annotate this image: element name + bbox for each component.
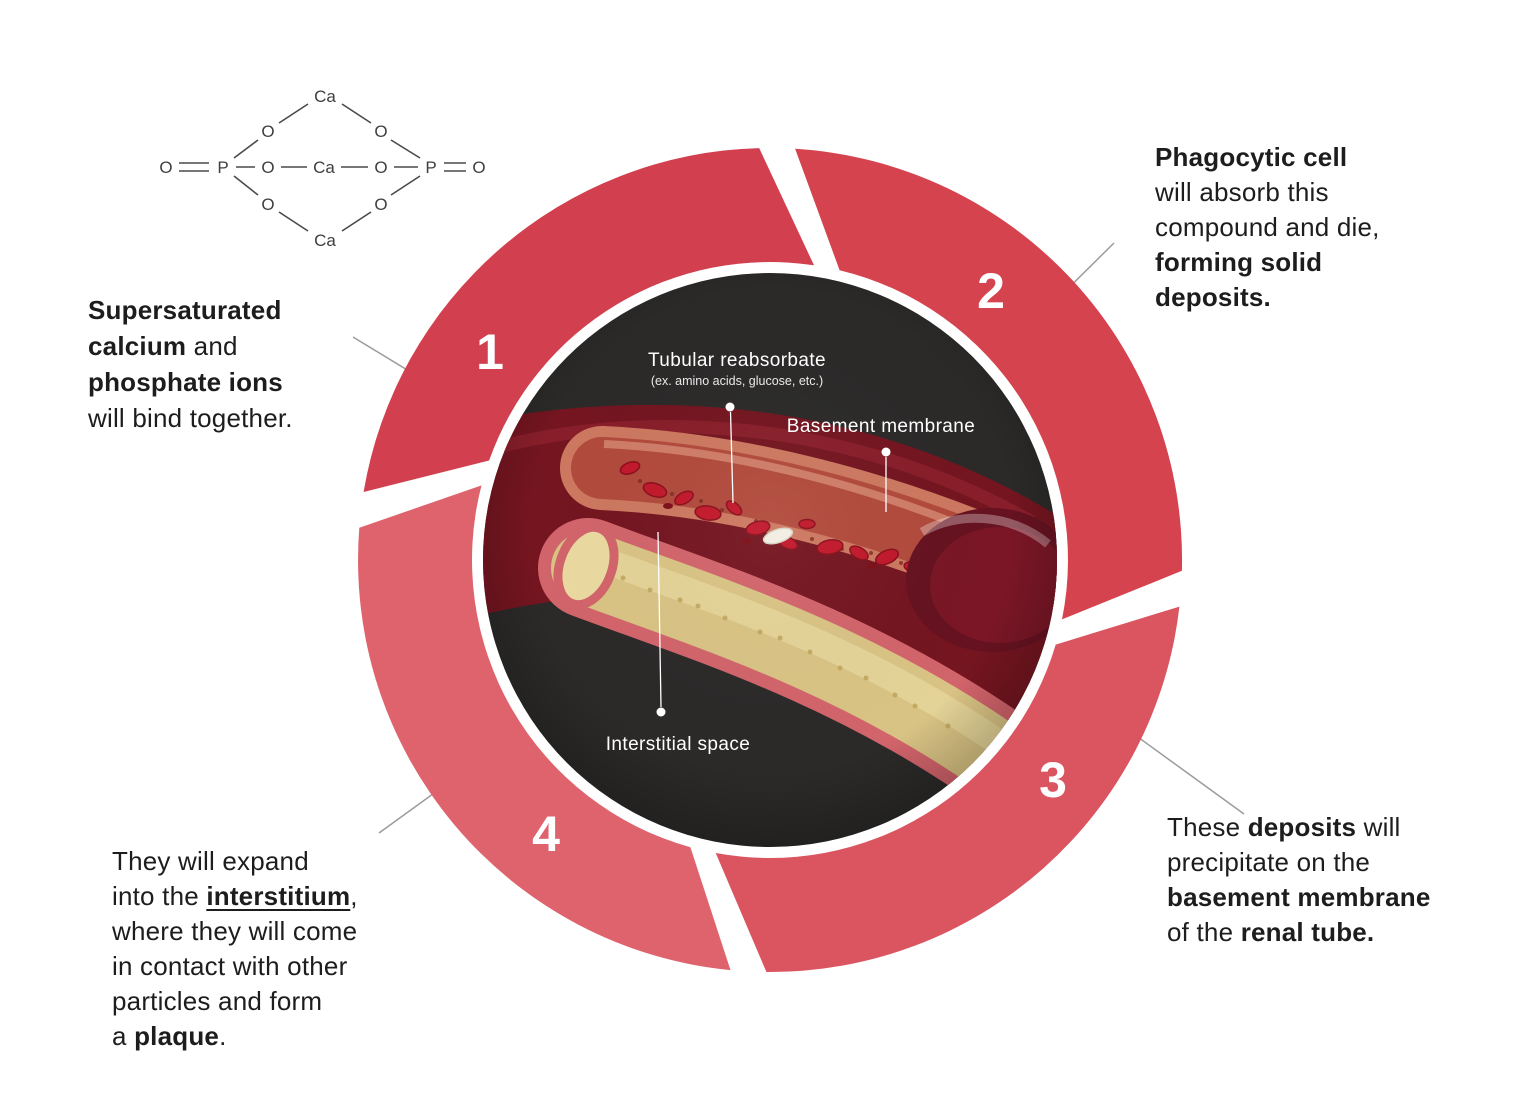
text-line: will bind together. <box>88 403 293 433</box>
text-line: deposits. <box>1155 282 1271 312</box>
atom-o-mid-right: O <box>374 158 387 177</box>
ring-number-2: 2 <box>977 263 1005 319</box>
center-labels: Tubular reabsorbate (ex. amino acids, gl… <box>606 350 975 755</box>
atom-ca-top: Ca <box>314 87 336 106</box>
step-1-text: Supersaturated calcium and phosphate ion… <box>88 292 378 436</box>
text-line: where they will come <box>112 916 358 946</box>
text-line: particles and form <box>112 986 323 1016</box>
center-illustration: Tubular reabsorbate (ex. amino acids, gl… <box>483 273 1057 847</box>
text-line: forming solid <box>1155 247 1323 277</box>
text-line: They will expand <box>112 846 309 876</box>
label-interstitial-space: Interstitial space <box>606 734 751 755</box>
step-4-text: They will expand into the interstitium, … <box>112 844 422 1054</box>
text-line: These deposits will <box>1167 812 1401 842</box>
center-vignette <box>483 273 1057 847</box>
text-line: a plaque. <box>112 1021 227 1051</box>
calcium-phosphate-structure: Ca O O O P O Ca O P O O O Ca <box>159 87 485 250</box>
ring-segment-3 <box>715 606 1180 973</box>
chem-atoms: Ca O O O P O Ca O P O O O Ca <box>159 87 485 250</box>
text-line: phosphate ions <box>88 367 283 397</box>
label-tubular-reabsorbate: Tubular reabsorbate <box>648 350 826 371</box>
ring-number-1: 1 <box>476 324 504 380</box>
tubular-label-line <box>729 411 734 504</box>
ring-segment-2 <box>795 148 1183 620</box>
text-line: will absorb this <box>1155 177 1329 207</box>
atom-o-mid-left: O <box>261 158 274 177</box>
interstitial-label-dot <box>656 707 666 717</box>
step-3-text: These deposits will precipitate on the b… <box>1167 810 1487 950</box>
ring-segment-1 <box>363 148 814 492</box>
atom-o-right: O <box>472 158 485 177</box>
atom-ca-center: Ca <box>313 158 335 177</box>
cycle-ring: 1 2 3 4 <box>358 148 1183 973</box>
ring-number-4: 4 <box>532 806 560 862</box>
atom-ca-bottom: Ca <box>314 231 336 250</box>
atom-o-upper-right: O <box>374 122 387 141</box>
text-line: of the renal tube. <box>1167 917 1375 947</box>
step-2-text: Phagocytic cell will absorb this compoun… <box>1155 140 1455 315</box>
basement-label-dot <box>881 447 891 457</box>
text-line: Supersaturated <box>88 295 282 325</box>
atom-o-lower-right: O <box>374 195 387 214</box>
atom-p-left: P <box>217 158 228 177</box>
text-line: into the interstitium, <box>112 881 358 911</box>
text-line: basement membrane <box>1167 882 1431 912</box>
atom-o-upper-left: O <box>261 122 274 141</box>
text-line: in contact with other <box>112 951 348 981</box>
text-line: compound and die, <box>1155 212 1380 242</box>
text-line: precipitate on the <box>1167 847 1371 877</box>
text-line: Phagocytic cell <box>1155 142 1348 172</box>
atom-o-lower-left: O <box>261 195 274 214</box>
atom-p-right: P <box>425 158 436 177</box>
interstitial-label-line <box>657 531 662 708</box>
chem-bonds <box>179 103 466 232</box>
label-tubular-reabsorbate-sub: (ex. amino acids, glucose, etc.) <box>651 374 823 388</box>
tubular-label-dot <box>725 402 735 412</box>
text-line: calcium and <box>88 331 238 361</box>
ring-number-3: 3 <box>1039 752 1067 808</box>
renal-tubule-art <box>483 273 1057 847</box>
atom-o-left: O <box>159 158 172 177</box>
label-basement-membrane: Basement membrane <box>787 416 975 437</box>
ring-segment-4 <box>358 485 731 971</box>
